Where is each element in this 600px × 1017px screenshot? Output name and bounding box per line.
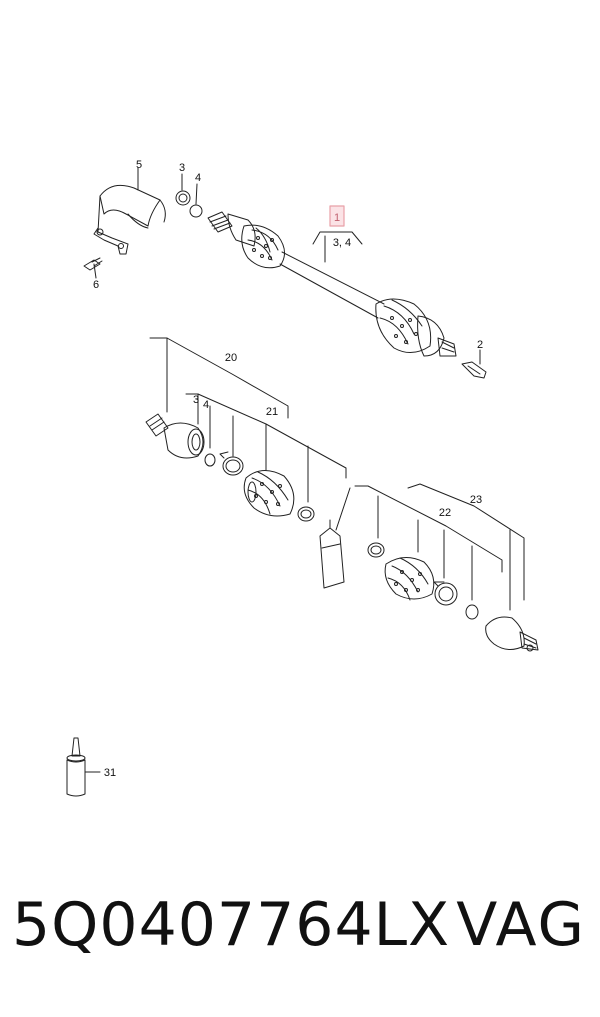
- clamp-outer-large: [433, 581, 458, 606]
- grease-tube: [319, 519, 345, 589]
- inner-joint: [145, 413, 205, 459]
- clamp-inner-small: [297, 506, 315, 522]
- bracket-22: [354, 485, 503, 573]
- circlip-3-top: [175, 173, 191, 206]
- callout-3-4: 3, 4: [333, 237, 351, 249]
- callout-4-top: 4: [195, 172, 201, 184]
- callout-4-lower: 4: [203, 399, 209, 411]
- bolt-6: [83, 257, 103, 279]
- callout-1-highlight: [329, 205, 345, 227]
- ring-outer: [465, 604, 479, 620]
- callout-2: 2: [477, 339, 483, 351]
- callout-bracket-3-4: [312, 231, 363, 245]
- callout-21: 21: [266, 406, 278, 418]
- leader-grease: [335, 487, 351, 531]
- circlip-3-lower: [204, 453, 216, 467]
- brand-name: VAG: [456, 890, 586, 960]
- callout-6: 6: [93, 279, 99, 291]
- boot-inner: [243, 470, 295, 517]
- sealant-bottle: [66, 737, 101, 797]
- callout-1: 1: [334, 212, 340, 224]
- part-number: 5Q0407764LX: [12, 890, 451, 960]
- callout-3-lower: 3: [193, 394, 199, 406]
- boot-outer: [384, 557, 435, 601]
- callout-22: 22: [439, 507, 451, 519]
- callout-20: 20: [225, 352, 237, 364]
- callout-31: 31: [104, 767, 116, 779]
- bracket-20: [149, 337, 289, 419]
- bracket-23: [407, 483, 525, 601]
- clamp-outer-small: [367, 542, 385, 558]
- callout-3-top: 3: [179, 162, 185, 174]
- outer-joint: [485, 616, 539, 652]
- clamp-inner-large: [219, 451, 244, 476]
- callout-23: 23: [470, 494, 482, 506]
- callout-5: 5: [136, 159, 142, 171]
- heat-shield-bracket: [93, 167, 166, 255]
- bolt-2: [461, 349, 487, 379]
- drive-shaft-assembly: [207, 211, 457, 357]
- footer: 5Q0407764LX VAG: [0, 890, 600, 980]
- ring-4-top: [189, 183, 203, 218]
